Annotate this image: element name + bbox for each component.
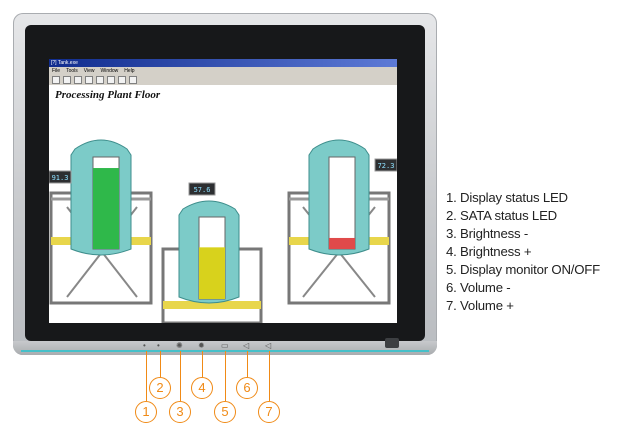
print-icon[interactable]: [118, 76, 126, 84]
tank-3-level: [329, 237, 355, 249]
save-icon[interactable]: [74, 76, 82, 84]
button-legend: 1. Display status LED 2. SATA status LED…: [446, 189, 600, 315]
legend-item: 6. Volume -: [446, 280, 511, 295]
legend-item: 7. Volume +: [446, 298, 514, 313]
legend-item: 2. SATA status LED: [446, 208, 557, 223]
legend-item: 5. Display monitor ON/OFF: [446, 262, 601, 277]
cut-icon[interactable]: [85, 76, 93, 84]
menu-file[interactable]: File: [52, 68, 61, 74]
menu-bar: File Tools View Window Help: [49, 67, 397, 75]
volume-down-button[interactable]: ◁: [243, 341, 250, 350]
copy-icon[interactable]: [96, 76, 104, 84]
sata-status-led: •: [157, 341, 160, 350]
callout-5: 5: [214, 401, 236, 423]
panel-pc: [?] Tank.exe File Tools View Window Help: [13, 13, 437, 355]
paste-icon[interactable]: [107, 76, 115, 84]
callout-line-2: [160, 351, 161, 377]
callout-3: 3: [169, 401, 191, 423]
legend-item: 3. Brightness -: [446, 226, 529, 241]
brightness-down-button[interactable]: ✺: [176, 341, 183, 350]
window-title: [?] Tank.exe: [51, 60, 78, 66]
tank-2-level: [199, 247, 225, 299]
callout-4: 4: [191, 377, 213, 399]
tank-1-level: [93, 168, 119, 249]
callout-line-5: [225, 351, 226, 401]
callout-line-6: [247, 351, 248, 377]
menu-tools[interactable]: Tools: [66, 68, 78, 74]
tank-1-readout: 91.3: [52, 174, 69, 182]
callout-line-4: [202, 351, 203, 377]
power-button[interactable]: ▭: [221, 341, 229, 350]
callout-line-3: [180, 351, 181, 401]
help-icon[interactable]: [129, 76, 137, 84]
callout-6: 6: [236, 377, 258, 399]
screen: [?] Tank.exe File Tools View Window Help: [49, 59, 397, 323]
open-icon[interactable]: [63, 76, 71, 84]
display-status-led: •: [143, 341, 146, 350]
callout-1: 1: [135, 401, 157, 423]
menu-view[interactable]: View: [83, 68, 95, 74]
tank-1: 91.3: [49, 139, 153, 305]
volume-up-button[interactable]: ◁: [265, 341, 272, 350]
plant-floor-graphic: 91.3 57.6: [49, 85, 397, 323]
legend-item: 1. Display status LED: [446, 190, 568, 205]
menu-help[interactable]: Help: [124, 68, 135, 74]
menu-window[interactable]: Window: [100, 68, 119, 74]
new-icon[interactable]: [52, 76, 60, 84]
tank-2-readout: 57.6: [194, 186, 211, 194]
brand-logo: [385, 338, 399, 348]
page-title: Processing Plant Floor: [55, 89, 161, 101]
brightness-up-button[interactable]: ✹: [198, 341, 205, 350]
tank-3: 72.3: [287, 139, 397, 305]
callout-7: 7: [258, 401, 280, 423]
tank-3-readout: 72.3: [378, 162, 395, 170]
legend-item: 4. Brightness +: [446, 244, 532, 259]
window-title-bar: [?] Tank.exe: [49, 59, 397, 67]
tank-2: 57.6: [161, 182, 263, 323]
callout-line-1: [146, 351, 147, 401]
callout-2: 2: [149, 377, 171, 399]
callout-line-7: [269, 351, 270, 401]
